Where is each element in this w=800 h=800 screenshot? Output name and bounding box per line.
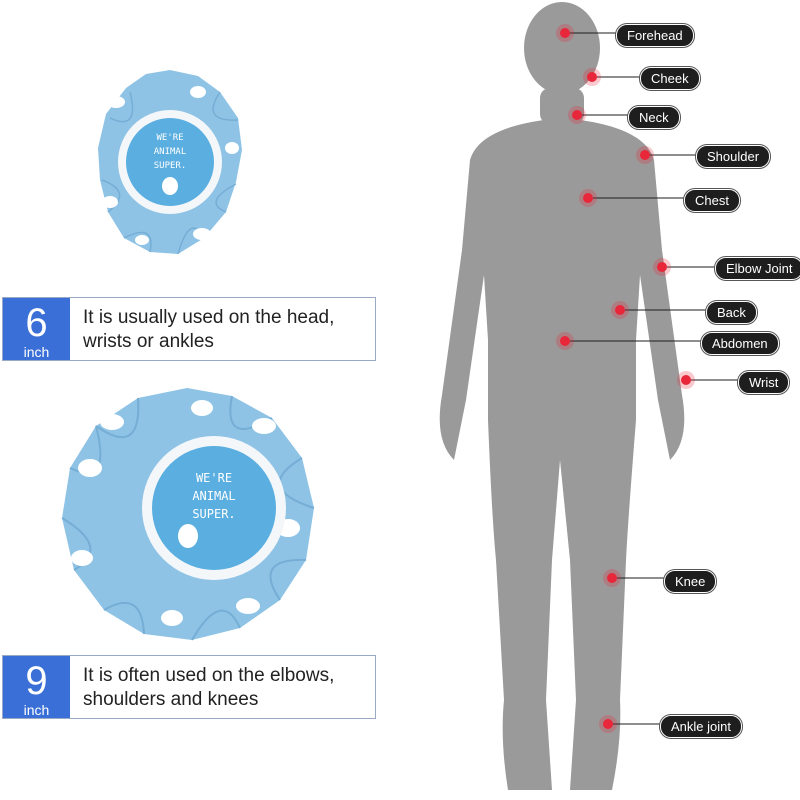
svg-text:WE'RE: WE'RE [156, 133, 183, 143]
description-line-2: shoulders and knees [83, 689, 259, 710]
size-unit: inch [23, 344, 50, 360]
description-line-1: It is often used on the elbows, [83, 665, 335, 686]
body-point-label-knee: Knee [664, 570, 717, 593]
body-point-label-ankle-joint: Ankle joint [660, 715, 742, 738]
svg-text:ANIMAL: ANIMAL [154, 147, 187, 157]
ice-bag-large-image: WE'RE ANIMAL SUPER. [61, 388, 315, 641]
svg-text:ANIMAL: ANIMAL [192, 489, 235, 503]
size-badge: 9 inch [3, 656, 70, 718]
size-unit: inch [23, 702, 50, 718]
point-dot-shoulder [640, 150, 650, 160]
body-point-label-shoulder: Shoulder [696, 145, 771, 168]
description-line-1: It is usually used on the head, [83, 307, 335, 328]
svg-text:SUPER.: SUPER. [192, 507, 235, 521]
size-number: 9 [25, 659, 48, 703]
body-point-label-elbow-joint: Elbow Joint [715, 257, 800, 280]
body-point-label-forehead: Forehead [616, 24, 694, 47]
point-dot-knee [607, 573, 617, 583]
size-card-6-inch: 6 inch It is usually used on the head, w… [2, 297, 376, 361]
size-description: It is often used on the elbows, shoulder… [83, 664, 373, 712]
point-dot-forehead [560, 28, 570, 38]
body-point-label-chest: Chest [684, 189, 740, 212]
point-dot-cheek [587, 72, 597, 82]
point-dot-wrist [681, 375, 691, 385]
point-dot-chest [583, 193, 593, 203]
svg-text:WE'RE: WE'RE [196, 471, 232, 485]
point-dot-abdomen [560, 336, 570, 346]
point-dot-back [615, 305, 625, 315]
point-dot-neck [572, 110, 582, 120]
body-point-label-cheek: Cheek [640, 67, 700, 90]
size-badge: 6 inch [3, 298, 70, 360]
body-point-label-wrist: Wrist [738, 371, 790, 394]
body-silhouette [439, 2, 685, 790]
body-point-label-abdomen: Abdomen [701, 332, 779, 355]
ice-bag-small-image: WE'RE ANIMAL SUPER. [98, 70, 242, 255]
svg-text:SUPER.: SUPER. [154, 161, 187, 171]
body-point-label-back: Back [706, 301, 757, 324]
point-dot-ankle-joint [603, 719, 613, 729]
body-point-label-neck: Neck [628, 106, 680, 129]
description-line-2: wrists or ankles [83, 331, 214, 352]
size-number: 6 [25, 301, 48, 345]
size-description: It is usually used on the head, wrists o… [83, 306, 373, 354]
human-body-figure [439, 2, 738, 790]
point-dot-elbow-joint [657, 262, 667, 272]
size-card-9-inch: 9 inch It is often used on the elbows, s… [2, 655, 376, 719]
